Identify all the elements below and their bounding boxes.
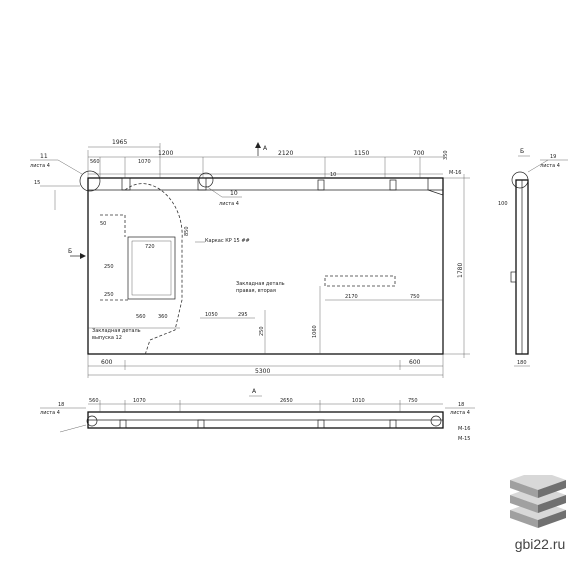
note-left-1: Закладная деталь <box>92 328 141 334</box>
node-11-number: 11 <box>40 153 48 160</box>
dim-top-1200: 1200 <box>158 150 173 157</box>
dim-1050: 1050 <box>205 312 218 318</box>
section-a-dim-1010: 1010 <box>352 398 365 404</box>
site-name[interactable]: gbi22.ru <box>514 536 566 552</box>
dim-1780: 1780 <box>457 263 464 278</box>
section-a-view: А 560 1070 2650 1010 750 18 листа 4 18 л… <box>40 388 475 442</box>
dim-295: 295 <box>238 312 248 318</box>
label-360: 360 <box>158 314 168 320</box>
section-a-title: А <box>252 388 257 395</box>
section-a-arrow-label: А <box>263 145 268 152</box>
section-b-node-sheet: листа 4 <box>540 163 560 169</box>
lifting-loops <box>121 172 397 191</box>
dim-1060: 1060 <box>312 325 318 338</box>
dim-top-560: 560 <box>90 159 100 165</box>
section-b-dim-100: 100 <box>498 201 508 207</box>
node-callout-11: 11 листа 4 15 <box>30 153 101 210</box>
window-opening: 720 560 360 50 250 250 850 <box>100 183 190 356</box>
section-a-node-left-sheet: листа 4 <box>40 410 60 416</box>
dim-top-1070: 1070 <box>138 159 151 165</box>
section-a-node-right: 18 <box>458 402 464 408</box>
section-a-mark-m15: М-15 <box>458 436 470 442</box>
section-a-arrow: А <box>255 142 268 156</box>
main-view: 1965 560 1070 1200 2120 1150 700 А 11 ли… <box>30 139 470 378</box>
label-250-a: 250 <box>104 264 114 270</box>
node-11-sheet: листа 4 <box>30 163 50 169</box>
note-reinforcement: Каркас КР 15 ## <box>205 238 250 244</box>
callout-10: 10 листа 4 10 <box>205 172 336 207</box>
bottom-dimension-chain: 600 5300 600 <box>87 354 444 378</box>
section-b-view: Б 19 листа 4 100 180 <box>498 148 568 367</box>
notes: Каркас КР 15 ## Закладная деталь правая,… <box>88 238 285 341</box>
dim-top-1150: 1150 <box>354 150 369 157</box>
dim-250: 250 <box>259 326 265 336</box>
section-b-arrow-label: Б <box>68 248 72 255</box>
dim-top-2120: 2120 <box>278 150 293 157</box>
left-mark-15: 15 <box>34 180 40 186</box>
dim-2170: 2170 <box>345 294 358 300</box>
right-dims: 1780 М-16 350 <box>443 150 470 358</box>
section-a-node-left: 18 <box>58 402 64 408</box>
dim-top-1965: 1965 <box>112 139 127 146</box>
section-a-node-right-sheet: листа 4 <box>450 410 470 416</box>
label-560: 560 <box>136 314 146 320</box>
stacked-slabs-icon <box>510 475 566 528</box>
dim-top-700: 700 <box>413 150 425 157</box>
dim-bottom-5300: 5300 <box>255 368 270 375</box>
section-a-dim-2650: 2650 <box>280 398 293 404</box>
section-b-dim-180: 180 <box>517 360 527 366</box>
dim-850: 850 <box>184 226 190 236</box>
callout-10-number: 10 <box>230 190 238 197</box>
dim-750: 750 <box>410 294 420 300</box>
section-a-dim-560: 560 <box>89 398 99 404</box>
dim-bottom-600-right: 600 <box>409 359 421 366</box>
dim-bottom-600-left: 600 <box>101 359 113 366</box>
dim-350: 350 <box>443 150 449 160</box>
callout-10-sheet: листа 4 <box>219 201 239 207</box>
callout-10-second: 10 <box>330 172 336 178</box>
section-b-node: 19 <box>550 154 556 160</box>
section-b-title: Б <box>520 148 524 155</box>
panel-outline <box>87 177 444 355</box>
m16-label: М-16 <box>449 170 461 176</box>
section-a-mark-m16: М-16 <box>458 426 470 432</box>
label-720: 720 <box>145 244 155 250</box>
top-dimension-chain: 1965 560 1070 1200 2120 1150 700 <box>87 139 443 178</box>
section-b-arrow: Б <box>68 248 86 259</box>
label-50: 50 <box>100 221 106 227</box>
section-a-dim-750: 750 <box>408 398 418 404</box>
note-embed-2: правая, вторая <box>236 288 276 294</box>
middle-dims: 1050 295 250 <box>200 310 266 354</box>
embedded-strip: 2170 750 1060 <box>312 275 443 354</box>
section-a-dim-1070: 1070 <box>133 398 146 404</box>
note-left-2: выпуска 12 <box>92 335 122 341</box>
label-250-b: 250 <box>104 292 114 298</box>
note-embed-1: Закладная деталь <box>236 281 285 287</box>
